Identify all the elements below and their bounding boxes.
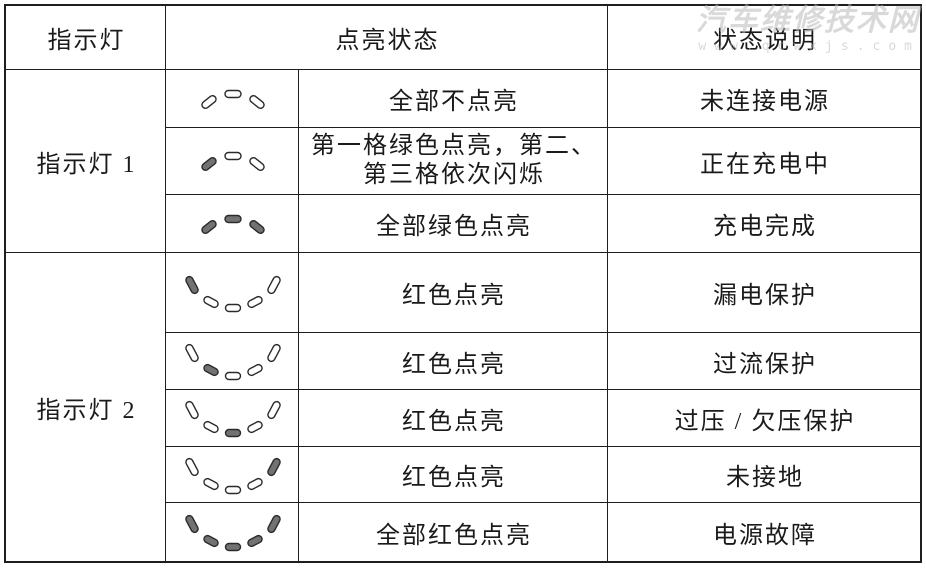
indicator-segment-right	[249, 94, 265, 109]
header-cell-indicator: 指示灯	[6, 6, 166, 70]
icon-cell	[166, 447, 299, 503]
header-indicator-label: 指示灯	[47, 28, 126, 54]
description-cell: 正在充电中	[608, 128, 920, 195]
icon-cell	[166, 195, 299, 253]
description-text: 漏电保护	[713, 283, 817, 309]
state-cell: 全部不点亮	[299, 70, 608, 128]
indicator-segment-5	[267, 400, 281, 420]
state-text: 红色点亮	[402, 351, 506, 378]
indicator-segment-right	[249, 219, 265, 234]
indicator-segment-middle	[224, 89, 242, 98]
icon-cell	[166, 128, 299, 195]
description-cell: 未连接电源	[608, 70, 920, 128]
state-text: 红色点亮	[402, 408, 506, 435]
indicator-segment-1	[185, 400, 199, 420]
five-segment-indicator-icon	[185, 457, 281, 494]
state-cell: 全部红色点亮	[299, 503, 608, 561]
indicator-segment-3	[224, 303, 242, 312]
indicator-segment-4	[247, 363, 263, 377]
description-text: 电源故障	[713, 522, 817, 549]
three-segment-indicator-icon	[201, 89, 265, 109]
indicator-segment-1	[185, 275, 199, 294]
icon-cell	[166, 390, 299, 447]
state-cell: 红色点亮	[299, 333, 608, 390]
three-segment-indicator-icon	[201, 151, 265, 171]
description-cell: 过流保护	[608, 333, 920, 390]
state-text: 全部红色点亮	[376, 522, 532, 549]
icon-cell	[166, 503, 299, 561]
description-cell: 充电完成	[608, 195, 920, 253]
indicator-segment-middle	[224, 214, 242, 223]
five-segment-indicator-icon	[185, 343, 281, 381]
state-cell: 红色点亮	[299, 253, 608, 333]
state-text-line-2: 第三格依次闪烁	[363, 162, 545, 188]
header-cell-description: 状态说明	[608, 6, 920, 70]
state-text: 全部绿色点亮	[376, 214, 532, 240]
indicator-segment-4	[247, 295, 263, 308]
group-label: 指示灯 1	[36, 151, 137, 178]
description-text: 过流保护	[713, 351, 817, 378]
indicator-segment-4	[247, 534, 263, 548]
description-cell: 未接地	[608, 447, 920, 503]
icon-cell	[166, 70, 299, 128]
state-text-line-1: 第一格绿色点亮，第二、	[311, 133, 597, 159]
state-text: 全部不点亮	[389, 89, 519, 115]
indicator-segment-2	[203, 420, 219, 434]
indicator-segment-3	[224, 428, 242, 438]
header-state-label: 点亮状态	[335, 28, 440, 54]
header-description-label: 状态说明	[713, 28, 817, 54]
description-text: 未接地	[726, 465, 804, 491]
state-cell: 第一格绿色点亮，第二、 第三格依次闪烁	[299, 128, 608, 195]
indicator-segment-2	[203, 363, 219, 377]
indicator-segment-1	[185, 514, 199, 534]
indicator-segment-5	[267, 343, 281, 363]
indicator-segment-middle	[224, 151, 242, 161]
indicator-segment-5	[267, 514, 281, 534]
indicator-segment-5	[267, 275, 281, 294]
indicator-segment-5	[267, 457, 281, 476]
indicator-segment-1	[185, 457, 199, 476]
icon-cell	[166, 333, 299, 390]
indicator-table: 指示灯 点亮状态 状态说明 指示灯 1 指示灯 2 全部不点亮 未连接电源	[4, 4, 922, 563]
group-label-cell: 指示灯 1	[6, 70, 166, 253]
description-cell: 过压 / 欠压保护	[608, 390, 920, 447]
three-segment-indicator-icon	[201, 214, 265, 234]
indicator-segment-left	[201, 219, 217, 234]
state-cell: 红色点亮	[299, 390, 608, 447]
state-cell: 全部绿色点亮	[299, 195, 608, 253]
description-text: 过压 / 欠压保护	[674, 408, 856, 435]
indicator-segment-3	[224, 542, 242, 552]
indicator-segment-right	[249, 157, 265, 171]
indicator-segment-3	[224, 371, 242, 381]
indicator-segment-2	[203, 295, 219, 308]
group-label: 指示灯 2	[36, 397, 137, 424]
description-cell: 电源故障	[608, 503, 920, 561]
indicator-segment-2	[203, 477, 219, 490]
indicator-segment-4	[247, 477, 263, 490]
indicator-segment-left	[201, 157, 217, 171]
group-label-cell: 指示灯 2	[6, 253, 166, 561]
description-text: 充电完成	[713, 214, 817, 240]
indicator-segment-4	[247, 420, 263, 434]
header-cell-state: 点亮状态	[166, 6, 608, 70]
indicator-segment-left	[201, 94, 217, 109]
description-text: 未连接电源	[700, 89, 830, 115]
state-cell: 红色点亮	[299, 447, 608, 503]
state-text: 红色点亮	[402, 465, 506, 491]
indicator-segment-3	[224, 485, 242, 494]
five-segment-indicator-icon	[185, 514, 281, 552]
indicator-segment-1	[185, 343, 199, 363]
description-cell: 漏电保护	[608, 253, 920, 333]
indicator-segment-2	[203, 534, 219, 548]
state-text: 红色点亮	[402, 283, 506, 309]
description-text: 正在充电中	[700, 151, 830, 178]
icon-cell	[166, 253, 299, 333]
five-segment-indicator-icon	[185, 275, 281, 312]
five-segment-indicator-icon	[185, 400, 281, 438]
